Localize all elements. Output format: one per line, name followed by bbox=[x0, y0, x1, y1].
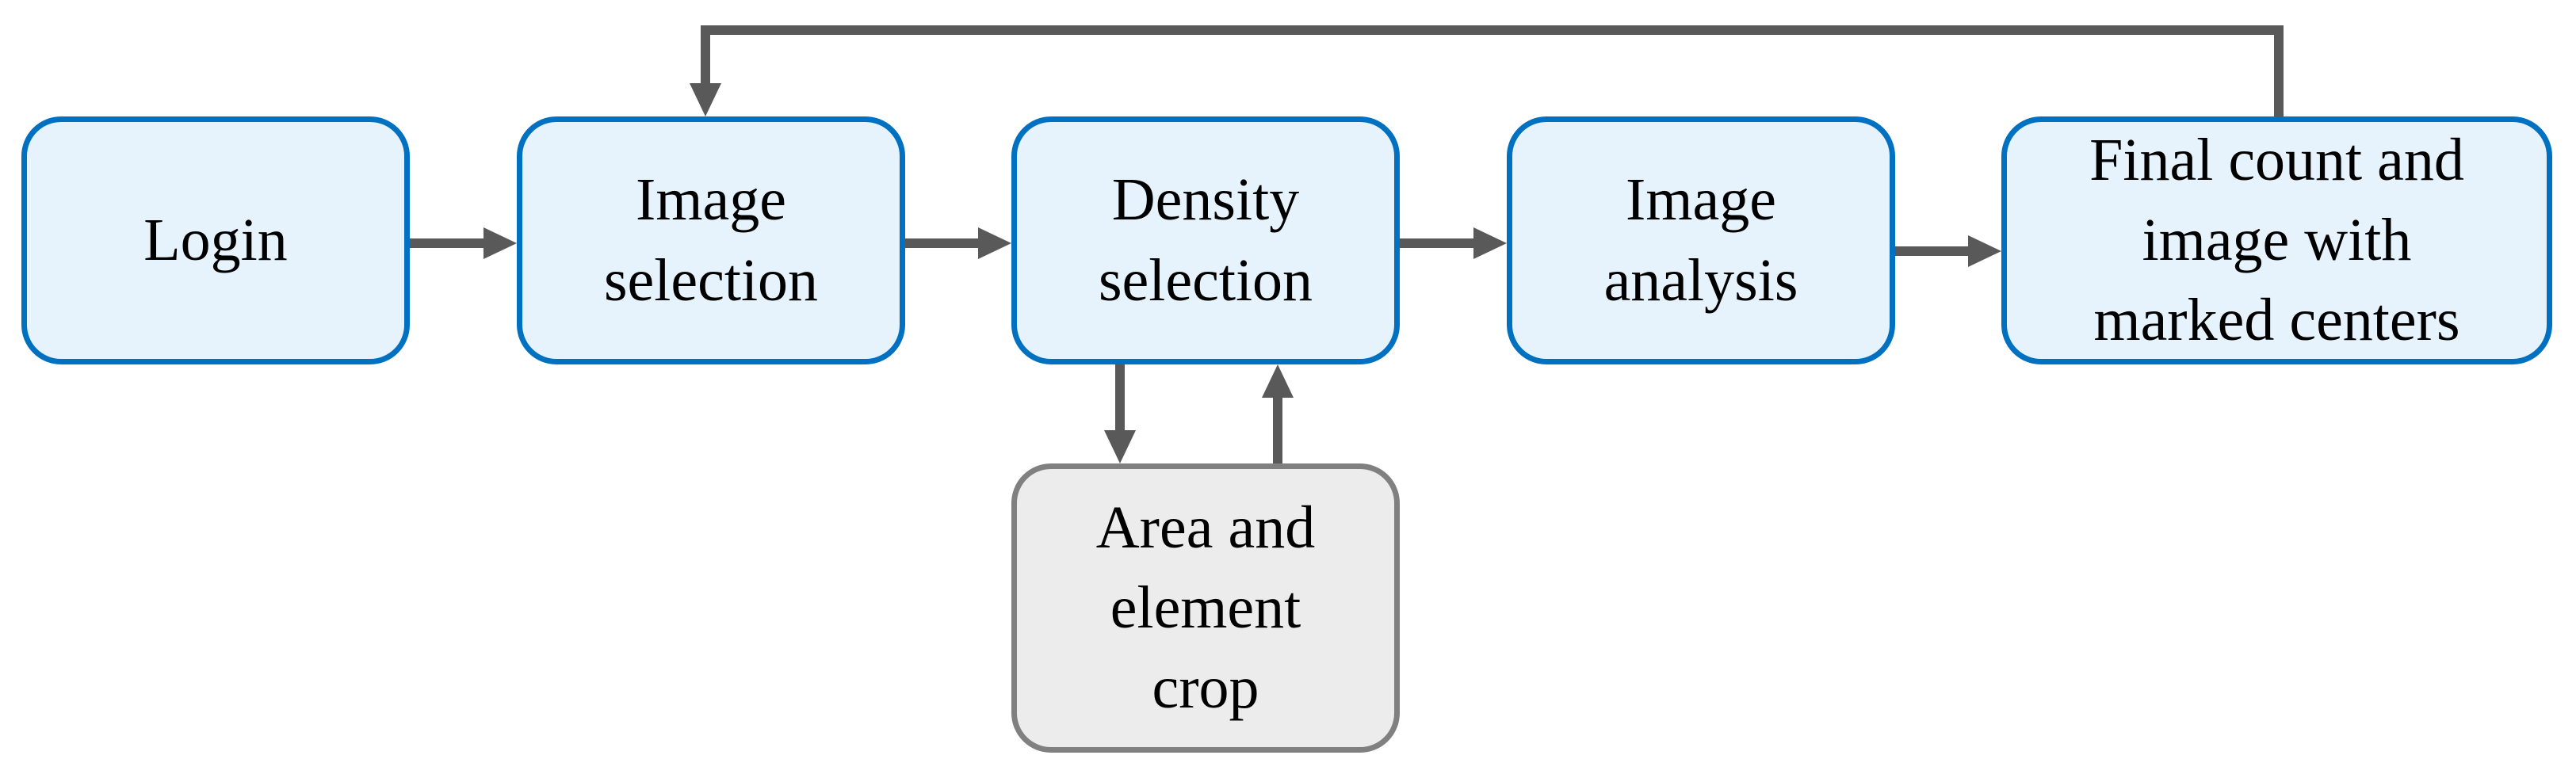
arrow-density-selection-to-area-crop bbox=[1104, 364, 1136, 463]
step-density-selection: Density selection bbox=[1011, 116, 1400, 364]
arrow-image-analysis-to-final-output bbox=[1895, 235, 2001, 267]
step-login: Login bbox=[21, 116, 410, 364]
step-final-output: Final count and image with marked center… bbox=[2001, 116, 2552, 364]
arrow-density-selection-to-image-analysis bbox=[1400, 227, 1507, 259]
step-image-analysis: Image analysis bbox=[1507, 116, 1895, 364]
arrow-image-selection-to-density-selection bbox=[905, 227, 1011, 259]
arrow-login-to-image-selection bbox=[410, 227, 517, 259]
step-image-selection: Image selection bbox=[517, 116, 905, 364]
arrow-final-output-to-image-selection-loop bbox=[690, 25, 2284, 116]
step-area-element-crop: Area and element crop bbox=[1011, 463, 1400, 753]
arrow-area-crop-to-density-selection bbox=[1262, 364, 1294, 463]
